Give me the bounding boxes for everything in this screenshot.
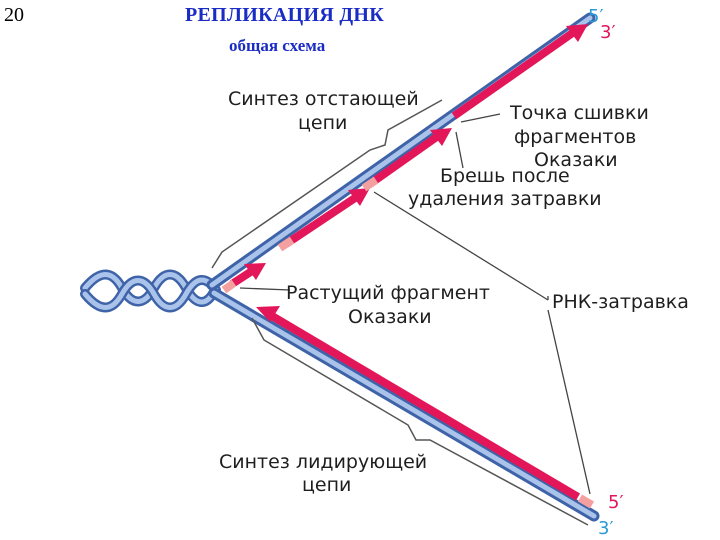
okazaki-fragments	[229, 24, 588, 288]
leading-new-strand	[256, 306, 581, 501]
bottom-3-prime-label: 3′	[598, 518, 614, 539]
growing-fragment-arrowhead	[244, 263, 266, 280]
lagging-bracket	[211, 99, 443, 269]
top-5-prime-label: 5′	[588, 6, 604, 27]
page-title: РЕПЛИКАЦИЯ ДНК	[185, 4, 385, 26]
leading-template-strand	[208, 287, 600, 522]
pointer-lines	[239, 113, 591, 495]
leading-bracket	[251, 317, 589, 526]
okazaki-arrowhead	[348, 188, 370, 206]
okazaki-arrowhead	[566, 24, 588, 42]
page-subtitle: общая схема	[229, 36, 326, 55]
leading-synthesis-label: Синтез лидирующей цепи	[219, 451, 433, 496]
rna-primers	[221, 176, 595, 509]
ligation-point-label: Точка сшивки фрагментов Оказаки	[509, 102, 655, 171]
rna-primer-label: РНК-затравка	[552, 291, 689, 313]
bottom-5-prime-label: 5′	[608, 492, 624, 513]
slide-number: 20	[4, 4, 24, 26]
growing-fragment-label: Растущий фрагмент Оказаки	[286, 282, 496, 328]
top-3-prime-label: 3′	[600, 22, 616, 43]
leading-arrowhead	[256, 306, 280, 322]
okazaki-arrowhead	[430, 128, 452, 146]
lagging-synthesis-label: Синтез отстающей цепи	[228, 88, 425, 134]
gap-after-primer-label: Брешь после удаления затравки	[408, 165, 602, 210]
parental-helix	[80, 269, 221, 313]
